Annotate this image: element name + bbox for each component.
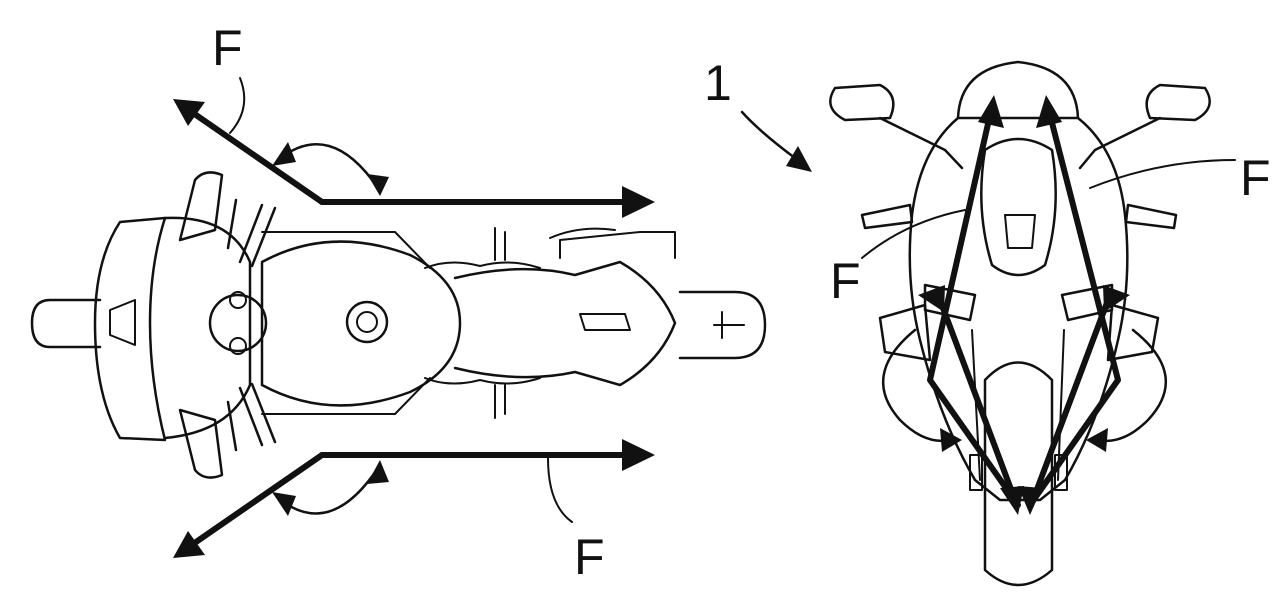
arrowhead-front-right-top xyxy=(1036,95,1062,128)
lever-left xyxy=(860,203,914,230)
force-label-bottom: F xyxy=(574,529,605,585)
force-arrows-front-view xyxy=(740,95,1236,515)
arrowhead-left-outer xyxy=(918,285,945,312)
mirror-top-upper xyxy=(178,171,224,242)
footpeg-lower xyxy=(494,384,506,419)
arc-head-upper-b xyxy=(367,174,389,196)
winglet-left xyxy=(878,303,932,362)
motorcycle-front-view xyxy=(829,60,1211,587)
engine-side-lower xyxy=(424,377,541,385)
fuel-tank xyxy=(260,240,462,407)
nose-headlight xyxy=(109,299,136,346)
nose-intake xyxy=(980,137,1057,277)
frame-upper xyxy=(261,231,431,269)
fuel-cap-inner xyxy=(356,311,378,333)
force-arrow-upper-diagonal xyxy=(193,112,325,205)
mirror-arm-left xyxy=(878,116,964,170)
footpeg-upper xyxy=(494,227,506,261)
arrowhead-front-left-top xyxy=(978,95,1004,128)
arrowhead-right-outer xyxy=(1103,285,1130,312)
arrowhead-upper-horizontal xyxy=(622,186,655,218)
lever-right xyxy=(1124,203,1178,230)
force-arrow-lower-diagonal xyxy=(193,452,325,545)
force-arrow-front-right-v xyxy=(1027,112,1121,508)
leader-line-bottom xyxy=(547,457,573,523)
mirror-front-left xyxy=(829,83,895,122)
seat-and-tail xyxy=(453,260,677,387)
force-stroke-left-inner xyxy=(937,297,1018,503)
front-wheel-front xyxy=(983,361,1054,587)
front-fairing-top xyxy=(93,216,167,442)
headlight-left xyxy=(923,283,977,322)
mirror-front-right xyxy=(1145,83,1211,122)
fork-cap-lower xyxy=(229,337,247,355)
arc-head-lower-b xyxy=(367,460,389,484)
leader-line-front-right xyxy=(1089,159,1236,189)
motorcycle-top-view xyxy=(30,171,767,479)
intake-slot xyxy=(1004,214,1036,249)
loop-head-right xyxy=(1086,428,1108,452)
frame-lower xyxy=(261,377,431,415)
force-arrows-top-view xyxy=(173,77,655,558)
figure-reference-label: 1 xyxy=(704,55,732,111)
labels: F F 1 F F xyxy=(212,20,1271,585)
arc-head-lower-a xyxy=(272,492,296,516)
arrowhead-figure-ref xyxy=(786,146,812,172)
upper-fairing-top xyxy=(163,216,252,440)
engine-side-upper xyxy=(424,261,541,269)
handlebar-lower xyxy=(226,382,277,452)
force-label-front-left: F xyxy=(830,253,861,309)
loop-arc-right xyxy=(1096,328,1167,443)
fork-cap-upper xyxy=(229,291,247,309)
force-label-top-left: F xyxy=(212,20,243,76)
arrowhead-upper-diagonal xyxy=(173,99,205,126)
arrowhead-lower-horizontal xyxy=(622,439,655,471)
force-label-front-right: F xyxy=(1240,150,1271,206)
arrowhead-lower-diagonal xyxy=(173,531,205,558)
mirror-arm-right xyxy=(1078,116,1162,170)
force-arrow-front-left-v xyxy=(927,112,1021,508)
steering-head xyxy=(208,293,268,353)
rear-fender xyxy=(559,231,676,259)
front-wheel-top xyxy=(30,298,102,349)
exhaust xyxy=(549,227,616,239)
mirror-top-lower xyxy=(178,408,224,479)
loop-arc-left xyxy=(882,328,952,443)
rear-wheel-top xyxy=(678,290,767,360)
tail-light xyxy=(579,313,631,331)
brake-caliper-left xyxy=(969,454,983,491)
windscreen-front xyxy=(956,60,1080,120)
leader-line-top-left xyxy=(229,77,246,134)
arc-head-upper-a xyxy=(272,142,296,166)
force-stroke-right-inner xyxy=(1030,297,1111,503)
leader-line-front-left xyxy=(861,209,966,259)
loop-head-left xyxy=(940,428,962,452)
handlebar-upper xyxy=(226,198,277,268)
leader-line-figure-ref xyxy=(740,110,797,160)
fuel-cap xyxy=(345,300,389,344)
